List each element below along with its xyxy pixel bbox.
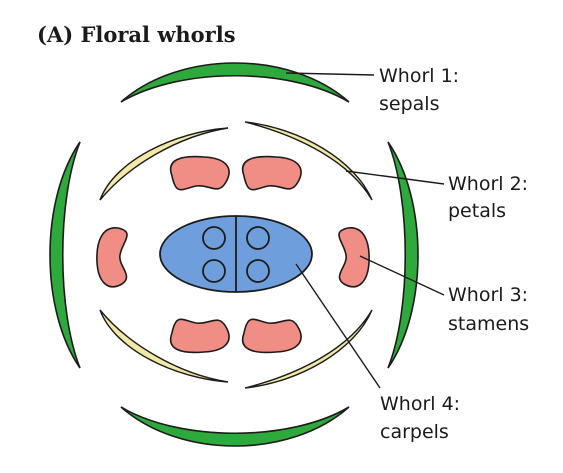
stamens-whorl (96, 155, 370, 354)
whorl2-label: Whorl 2: petals (448, 173, 528, 222)
petal-bottom-left (99, 309, 229, 383)
stamen-bottom-left (169, 318, 230, 354)
petal-bottom-right (244, 309, 373, 389)
stamen-bottom-right (241, 318, 302, 354)
sepal-left (49, 141, 81, 369)
leader-whorl3 (359, 255, 445, 296)
leader-whorl4 (295, 263, 381, 389)
petal-top-right (244, 121, 373, 201)
stamen-right (338, 227, 370, 288)
carpels-whorl (159, 215, 313, 293)
whorl4-label: Whorl 4: carpels (380, 393, 460, 443)
petal-top-left (99, 127, 229, 201)
ovule (202, 259, 226, 283)
whorl3-label: Whorl 3: stamens (448, 284, 529, 335)
whorl3-name: stamens (448, 313, 529, 335)
whorl1-title: Whorl 1: (379, 65, 459, 87)
whorl4-name: carpels (380, 421, 449, 443)
ovule (246, 226, 270, 250)
petals-whorl (99, 121, 373, 389)
stamen-left (96, 227, 128, 288)
stamen-top-left (169, 155, 230, 191)
whorl4-title: Whorl 4: (380, 393, 460, 415)
sepal-right (387, 141, 419, 369)
whorl3-title: Whorl 3: (448, 284, 528, 306)
stamen-top-right (241, 155, 302, 191)
ovule (202, 226, 226, 250)
sepal-top (120, 62, 350, 103)
figure-title: (A) Floral whorls (37, 22, 236, 47)
ovule (246, 259, 270, 283)
leader-lines (285, 72, 445, 389)
whorl2-name: petals (448, 200, 506, 222)
leader-whorl1 (285, 72, 375, 76)
whorl1-label: Whorl 1: sepals (379, 65, 459, 115)
whorl2-title: Whorl 2: (448, 173, 528, 195)
whorl1-name: sepals (379, 93, 439, 115)
leader-whorl2 (345, 170, 445, 185)
sepal-bottom (120, 406, 350, 447)
